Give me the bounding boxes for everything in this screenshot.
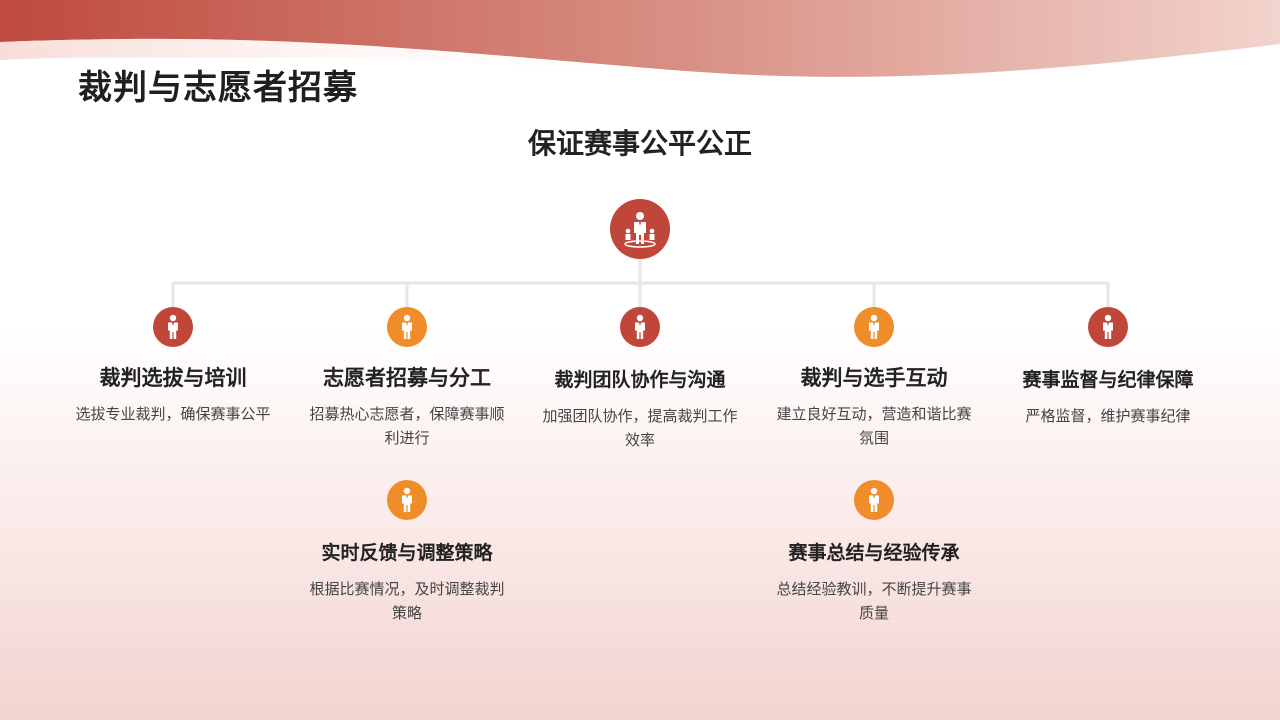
- node-description: 招募热心志愿者，保障赛事顺利进行: [309, 405, 505, 447]
- node-card: 裁判选拔与培训 选拔专业裁判，确保赛事公平: [68, 364, 278, 426]
- sub-node-card: 赛事总结与经验传承 总结经验教训，不断提升赛事质量: [769, 539, 979, 625]
- node-title: 裁判选拔与培训: [99, 366, 247, 390]
- person-icon: [387, 480, 427, 520]
- root-label: 保证赛事公平公正: [527, 127, 752, 160]
- person-icon: [153, 307, 193, 347]
- node-title: 裁判团队协作与沟通: [554, 369, 726, 391]
- node-card: 裁判与选手互动 建立良好互动，营造和谐比赛氛围: [769, 364, 979, 450]
- node-description: 加强团队协作，提高裁判工作效率: [542, 407, 738, 449]
- person-icon: [1088, 307, 1128, 347]
- sub-node-card: 实时反馈与调整策略 根据比赛情况，及时调整裁判策略: [302, 539, 512, 625]
- person-icon: [387, 307, 427, 347]
- person-icon: [854, 307, 894, 347]
- node-title: 裁判与选手互动: [800, 366, 948, 390]
- header-wave-decoration: [0, 0, 1280, 77]
- node-title: 实时反馈与调整策略: [321, 542, 493, 564]
- node-description: 严格监督，维护赛事纪律: [1025, 407, 1191, 425]
- node-description: 总结经验教训，不断提升赛事质量: [776, 580, 972, 622]
- page-title: 裁判与志愿者招募: [78, 68, 358, 108]
- person-icon: [854, 480, 894, 520]
- person-icon: [620, 307, 660, 347]
- node-description: 根据比赛情况，及时调整裁判策略: [309, 580, 505, 622]
- node-description: 建立良好互动，营造和谐比赛氛围: [776, 405, 972, 447]
- node-card: 赛事监督与纪律保障 严格监督，维护赛事纪律: [1003, 366, 1213, 428]
- node-card: 裁判团队协作与沟通 加强团队协作，提高裁判工作效率: [535, 366, 745, 452]
- node-title: 志愿者招募与分工: [323, 366, 491, 390]
- node-title: 赛事总结与经验传承: [788, 542, 960, 564]
- node-card: 志愿者招募与分工 招募热心志愿者，保障赛事顺利进行: [302, 364, 512, 450]
- node-description: 选拔专业裁判，确保赛事公平: [75, 405, 271, 423]
- root-person-group-icon: [610, 199, 670, 259]
- node-title: 赛事监督与纪律保障: [1022, 369, 1194, 391]
